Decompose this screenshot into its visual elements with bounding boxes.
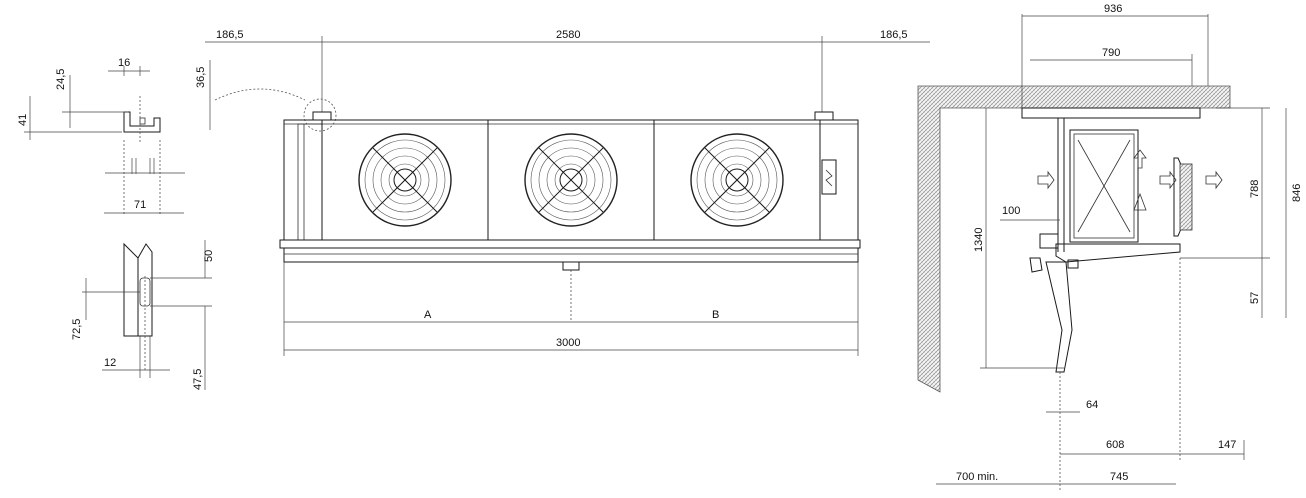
front-view [205,36,930,356]
dim-57: 57 [1249,292,1261,304]
label-b: B [712,309,719,321]
bracket-detail-side [82,240,212,390]
dim-50: 50 [203,250,215,262]
dim-64: 64 [1086,399,1098,411]
side-view [917,14,1287,490]
dim-16: 16 [118,57,130,69]
bracket-detail-top [24,66,185,215]
dim-1340: 1340 [973,228,985,252]
dim-788: 788 [1249,180,1261,198]
dim-700-min: 700 min. [956,471,998,483]
dim-3000: 3000 [556,337,580,349]
fan-3 [690,133,784,227]
dim-71: 71 [134,199,146,211]
dim-2580: 2580 [556,29,580,41]
dim-790: 790 [1102,47,1120,59]
dim-36-5: 36,5 [195,67,207,88]
dim-745: 745 [1110,471,1128,483]
dim-12: 12 [104,357,116,369]
dim-186-5-left: 186,5 [216,29,244,41]
dim-47-5: 47,5 [192,369,204,390]
dim-846: 846 [1291,184,1303,202]
dim-936: 936 [1104,3,1122,15]
dim-147: 147 [1218,439,1236,451]
dim-41: 41 [17,114,29,126]
fan-1 [358,133,452,227]
label-a: A [424,309,432,321]
dim-72-5: 72,5 [71,319,83,340]
dim-24-5: 24,5 [55,69,67,90]
fan-2 [524,133,618,227]
dim-608: 608 [1106,439,1124,451]
dim-100: 100 [1002,205,1020,217]
dim-186-5-right: 186,5 [880,29,908,41]
